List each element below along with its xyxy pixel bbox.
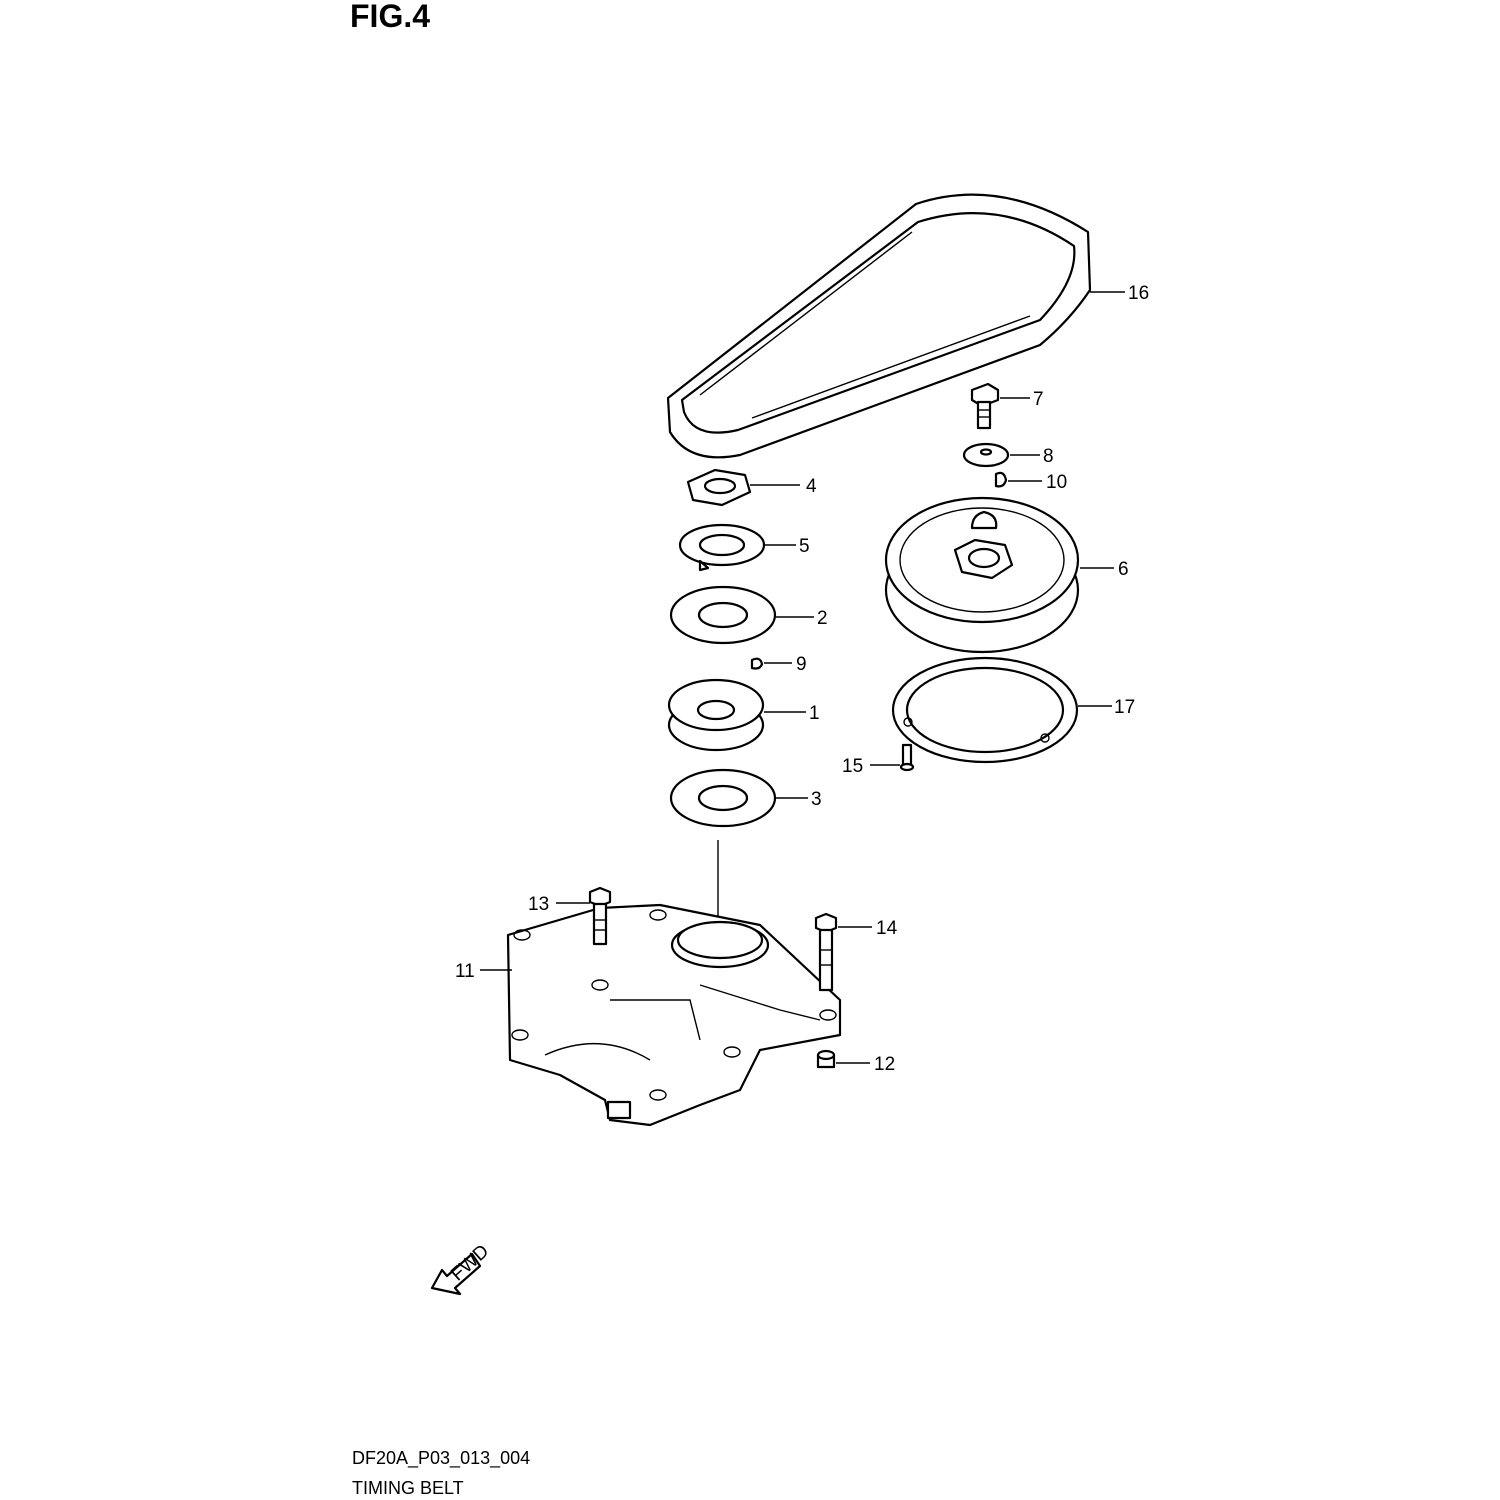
- crankshaft-pulley[interactable]: [667, 678, 765, 752]
- callout-7: 7: [1033, 389, 1044, 410]
- callout-10: 10: [1046, 472, 1067, 493]
- timing-belt[interactable]: [666, 193, 1092, 459]
- diagram-code: DF20A_P03_013_004: [352, 1448, 531, 1468]
- fwd-label: FWD: [447, 1241, 493, 1286]
- camshaft-pulley[interactable]: [884, 496, 1080, 654]
- key-9[interactable]: [750, 657, 764, 670]
- callout-leaders: [480, 291, 1125, 1064]
- washer-8[interactable]: [962, 442, 1010, 468]
- callout-15: 15: [842, 756, 863, 777]
- callout-9: 9: [796, 654, 807, 675]
- bolt-14[interactable]: [814, 912, 838, 992]
- callout-17: 17: [1114, 697, 1135, 718]
- callout-3: 3: [811, 789, 822, 810]
- guide-plate-2[interactable]: [669, 585, 777, 645]
- guide-plate-3[interactable]: [669, 768, 777, 828]
- dowel-pin-12[interactable]: [816, 1049, 836, 1069]
- figure-title: FIG.4: [350, 0, 431, 34]
- callout-8: 8: [1043, 446, 1054, 467]
- screw-15[interactable]: [899, 743, 915, 772]
- callout-2: 2: [817, 608, 828, 629]
- key-10[interactable]: [994, 471, 1008, 488]
- callout-14: 14: [876, 918, 898, 939]
- lock-washer-5[interactable]: [678, 523, 766, 572]
- nut-4[interactable]: [686, 468, 752, 507]
- callout-12: 12: [874, 1054, 895, 1075]
- diagram-caption: TIMING BELT: [352, 1478, 464, 1498]
- callout-6: 6: [1118, 559, 1129, 580]
- callout-13: 13: [528, 894, 549, 915]
- callout-4: 4: [806, 476, 817, 497]
- callout-5: 5: [799, 536, 810, 557]
- bolt-13[interactable]: [588, 886, 612, 946]
- timing-belt-housing[interactable]: [506, 903, 842, 1127]
- cover-plate-17[interactable]: [891, 656, 1079, 764]
- callout-16: 16: [1128, 283, 1149, 304]
- bolt-7[interactable]: [970, 382, 1000, 430]
- fwd-arrow-icon: FWD: [430, 1241, 493, 1296]
- callout-1: 1: [809, 703, 820, 724]
- callout-labels: 16 7 8 10 6 17 15 4 5 2 9 1 3 13 14 11 1…: [455, 283, 1149, 1075]
- callout-11: 11: [455, 961, 475, 982]
